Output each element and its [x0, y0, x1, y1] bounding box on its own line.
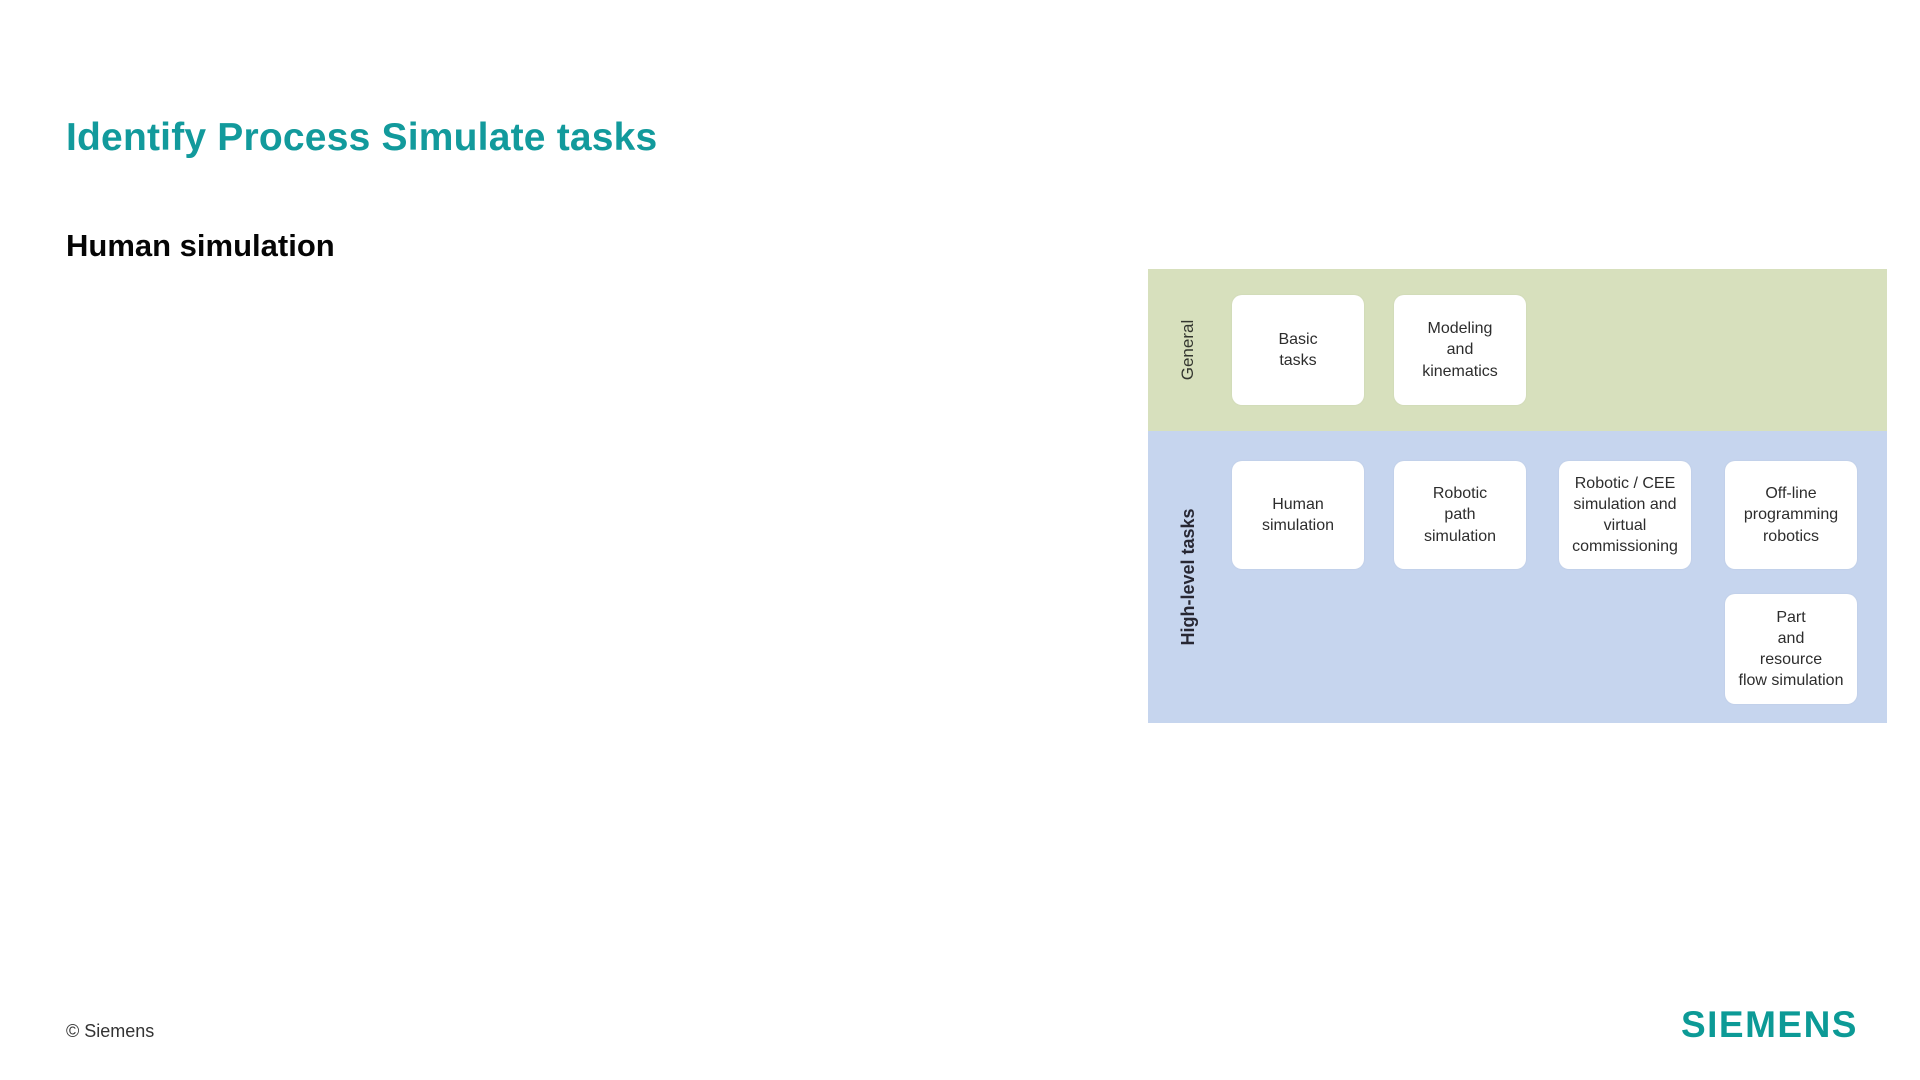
task-box-basic-tasks: Basic tasks [1232, 295, 1364, 405]
task-box-robotic-path-simulation: Robotic path simulation [1394, 461, 1526, 569]
slide-subtitle: Human simulation [66, 228, 335, 263]
page-title: Identify Process Simulate tasks [66, 116, 658, 159]
row-label-high-level-tasks: High-level tasks [1178, 508, 1198, 646]
task-box-human-simulation: Human simulation [1232, 461, 1364, 569]
task-box-robotic-cee-simulation-virtual-commissioning: Robotic / CEE simulation and virtual com… [1559, 461, 1691, 569]
task-box-offline-programming-robotics: Off-line programming robotics [1725, 461, 1857, 569]
diagram-row-high-level-tasks: High-level tasks Human simulation Roboti… [1148, 431, 1887, 723]
copyright-text: © Siemens [66, 1021, 155, 1041]
task-box-part-and-resource-flow-simulation: Part and resource flow simulation [1725, 594, 1857, 704]
task-box-modeling-and-kinematics: Modeling and kinematics [1394, 295, 1526, 405]
diagram-row-general: General Basic tasks Modeling and kinemat… [1148, 269, 1887, 431]
process-simulate-tasks-diagram: General Basic tasks Modeling and kinemat… [1148, 269, 1887, 723]
siemens-logo: SIEMENS [1680, 1004, 1858, 1045]
row-label-general: General [1178, 319, 1197, 381]
